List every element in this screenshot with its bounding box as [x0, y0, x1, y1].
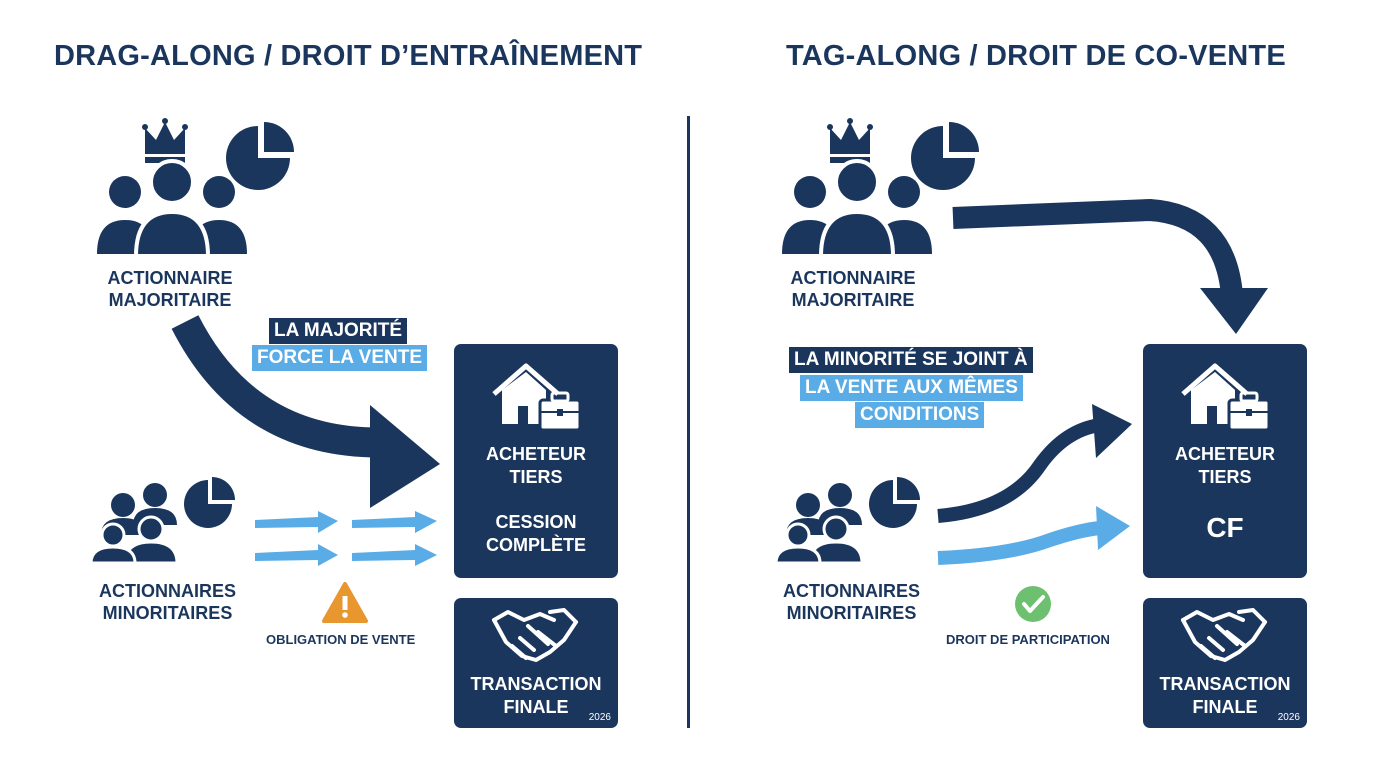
highlight-right-line1: LA MINORITÉ SE JOINT À [789, 347, 1033, 373]
transaction-box-right: TRANSACTION FINALE 2026 [1143, 598, 1307, 728]
majority-label-right: ACTIONNAIRE MAJORITAIRE [790, 268, 916, 310]
highlight-right-line3: CONDITIONS [855, 402, 985, 428]
note-right: DROIT DE PARTICIPATION [946, 632, 1110, 647]
dark-curve-arrow [1092, 404, 1132, 458]
house-briefcase-icon-right [1143, 344, 1307, 444]
crown-icon-right [827, 118, 873, 163]
people-group-icon [95, 159, 249, 258]
highlight-left-line1: LA MAJORITÉ [269, 318, 408, 344]
minority-people-icon-right [774, 481, 864, 565]
minority-people-icon [89, 481, 179, 565]
transaction-box-left: TRANSACTION FINALE 2026 [454, 598, 618, 728]
buyer-box-right: ACHETEUR TIERS CF [1143, 344, 1307, 578]
minority-label-right: ACTIONNAIRES MINORITAIRES [782, 581, 920, 623]
crown-icon [142, 118, 188, 163]
people-group-icon-right [780, 159, 934, 258]
check-icon [1015, 586, 1051, 622]
house-briefcase-icon [454, 344, 618, 444]
note-left: OBLIGATION DE VENTE [266, 632, 416, 647]
small-pie-icon-right [869, 477, 920, 528]
right-title: TAG-ALONG / DROIT DE CO-VENTE [786, 40, 1286, 72]
light-arrows-left [255, 511, 437, 566]
currency-symbol: CF [1206, 512, 1244, 543]
buyer-box-left: ACHETEUR TIERS CESSION COMPLÈTE [454, 344, 618, 578]
handshake-icon [492, 608, 578, 662]
highlight-right-line2: LA VENTE AUX MÊMES [800, 375, 1023, 401]
warning-icon [322, 582, 368, 623]
minority-label-left: ACTIONNAIRES MINORITAIRES [98, 581, 236, 623]
light-curve-arrow [1096, 506, 1130, 550]
handshake-icon-right [1181, 608, 1267, 662]
majority-label-left: ACTIONNAIRE MAJORITAIRE [107, 268, 233, 310]
pie-chart-icon [226, 122, 294, 190]
highlight-left-line2: FORCE LA VENTE [252, 345, 428, 371]
pie-chart-icon-right [911, 122, 979, 190]
small-pie-icon [184, 477, 235, 528]
left-title: DRAG-ALONG / DROIT D’ENTRAÎNEMENT [54, 40, 643, 72]
section-divider [687, 116, 690, 728]
top-arrow-right [1200, 288, 1268, 334]
big-arrow-left [370, 405, 440, 508]
